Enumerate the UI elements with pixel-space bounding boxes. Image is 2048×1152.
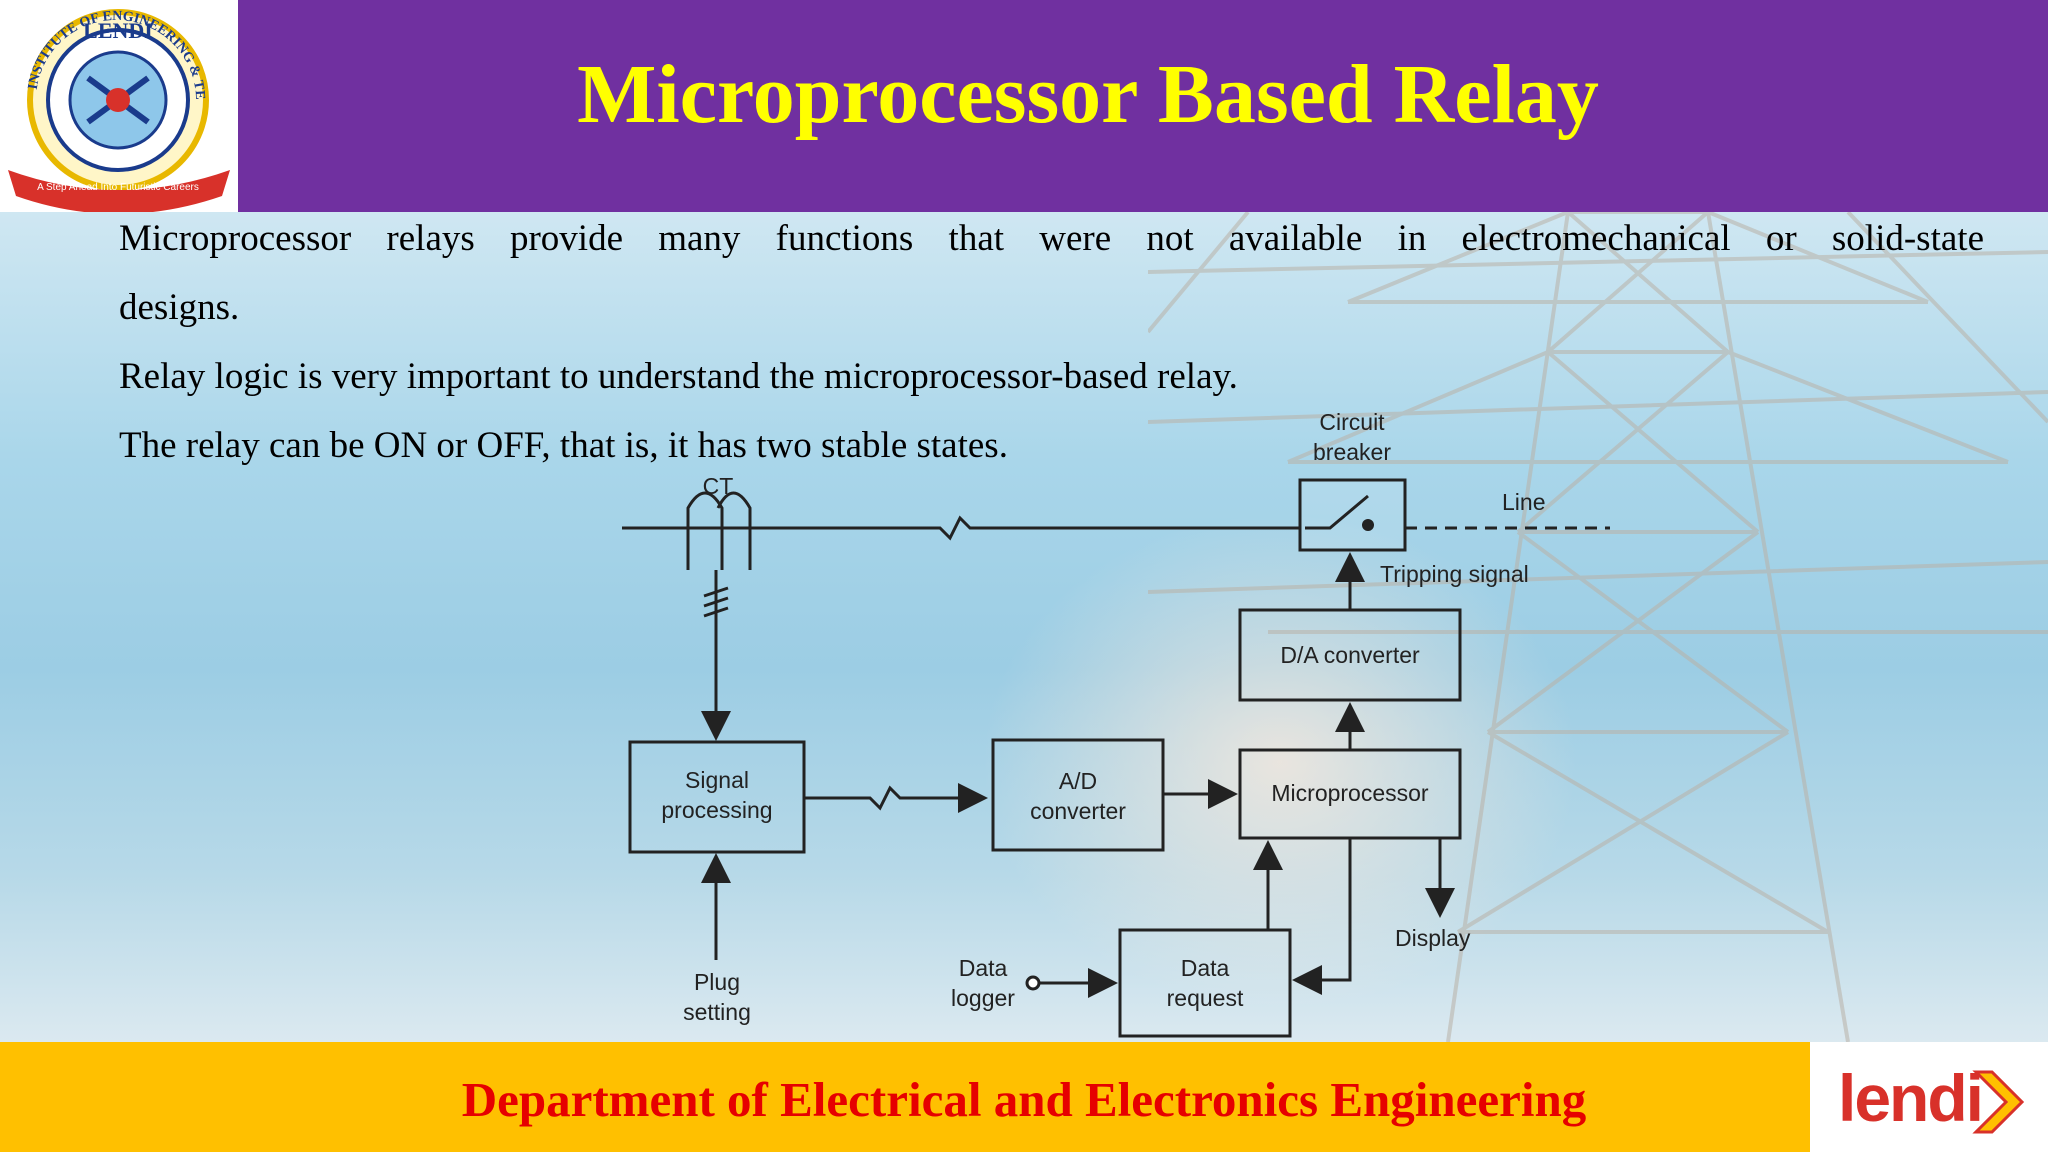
slide-title: Microprocessor Based Relay [577,48,1599,141]
relay-block-diagram: CT Circuit breaker Line Tripping signal … [622,409,1610,1038]
title-bar [238,0,2048,212]
line-label: Line [1502,489,1545,515]
footer-bar [0,1042,1810,1152]
paragraph-2: Relay logic is very important to underst… [119,356,1238,397]
signal-processing-label-1: Signal [685,767,749,793]
ad-converter-label-2: converter [1030,798,1126,824]
plug-setting-label-1: Plug [694,969,740,995]
data-request-label-1: Data [1181,955,1230,981]
paragraph-3: The relay can be ON or OFF, that is, it … [119,425,1008,466]
ct-label: CT [703,473,734,499]
ad-converter-label-1: A/D [1059,768,1097,794]
paragraph-1-cont: designs. [119,287,240,328]
data-logger-label-2: logger [951,985,1015,1011]
lendi-wordmark: lendi [1838,1061,1984,1135]
background-image [0,212,2048,1042]
chevron-arrow-icon [1972,1070,2025,1134]
data-logger-label-1: Data [959,955,1008,981]
display-label: Display [1395,925,1471,951]
microprocessor-label: Microprocessor [1271,780,1429,806]
da-converter-label: D/A converter [1280,642,1420,668]
paragraph-1: Microprocessor relays provide many funct… [119,218,1984,259]
plug-setting-label-2: setting [683,999,751,1025]
circuit-breaker-label-1: Circuit [1319,409,1385,435]
department-name: Department of Electrical and Electronics… [461,1072,1587,1127]
logo-name: LENDI [83,18,153,43]
data-request-label-2: request [1167,985,1244,1011]
tripping-signal-label: Tripping signal [1380,561,1529,587]
logo-tagline: A Step Ahead Into Futuristic Careers [37,182,199,193]
transmission-tower-image [1148,212,2048,1042]
institute-logo: INSTITUTE OF ENGINEERING & TECHNOLOGY LE… [0,0,238,214]
lendi-emblem-icon: INSTITUTE OF ENGINEERING & TECHNOLOGY LE… [0,0,230,214]
circuit-breaker-label-2: breaker [1313,439,1391,465]
slide-body: Microprocessor relays provide many funct… [119,204,1984,480]
signal-processing-label-2: processing [661,797,772,823]
